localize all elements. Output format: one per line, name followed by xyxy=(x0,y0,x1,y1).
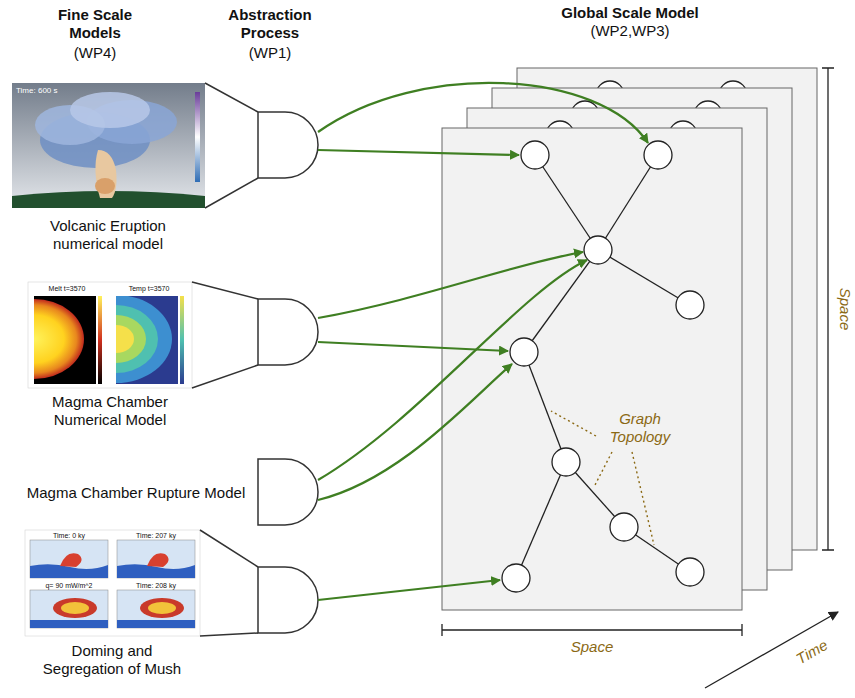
graph-link xyxy=(598,155,658,250)
mapping-arrow xyxy=(318,83,648,600)
leader-line xyxy=(594,452,612,487)
graph-vertex xyxy=(552,448,580,476)
graph-link xyxy=(598,250,690,305)
work-package: (WP1) xyxy=(212,44,328,62)
column-heading: Fine Scale Models xyxy=(40,6,150,42)
mapping-arrow xyxy=(318,252,583,318)
abstraction-gate xyxy=(192,83,318,636)
work-package: (WP4) xyxy=(40,44,150,62)
magma-chamber-picture xyxy=(116,296,172,383)
magma-chamber-picture xyxy=(116,315,146,363)
plot-annotation: Time: 208 ky xyxy=(117,581,195,590)
abstraction-gate xyxy=(258,459,318,525)
model-caption: Magma Chamber Rupture Model xyxy=(16,484,256,502)
axis-label: Time xyxy=(782,629,843,675)
axis-bar xyxy=(442,624,742,636)
magma-chamber-picture xyxy=(180,296,184,384)
column-heading: Global Scale Model xyxy=(520,4,740,22)
mush-picture xyxy=(117,590,195,628)
model-caption-box: Magma Chamber Rupture Model xyxy=(14,483,258,505)
mush-picture xyxy=(30,590,108,628)
mapping-arrow xyxy=(318,83,648,143)
plot-annotation: Time: 600 s xyxy=(16,86,106,96)
abstraction-gate xyxy=(205,83,258,208)
model-caption-box: Doming and Segregation of Mush xyxy=(32,641,192,681)
leader-line xyxy=(632,452,654,545)
model-caption: Magma Chamber Numerical Model xyxy=(32,393,188,429)
mush-picture xyxy=(117,540,195,578)
graph-vertex xyxy=(644,141,672,169)
abstraction-gate xyxy=(258,567,318,633)
axis-label: Space xyxy=(836,276,854,342)
model-caption-box: Magma Chamber Numerical Model xyxy=(30,392,190,432)
model-caption: Volcanic Eruption numerical model xyxy=(30,217,186,253)
model-caption-box: Volcanic Eruption numerical model xyxy=(28,216,188,256)
eruption-picture xyxy=(12,83,205,208)
column-heading: Abstraction Process xyxy=(212,6,328,42)
mush-picture xyxy=(30,540,108,578)
plot-annotation: q= 90 mW/m^2 xyxy=(30,581,108,590)
graph-vertex xyxy=(676,558,704,586)
plot-annotation: Time: 0 ky xyxy=(30,531,108,540)
mush-picture xyxy=(25,530,200,636)
axis-bar xyxy=(442,68,838,688)
graph-vertex xyxy=(502,564,530,592)
plot-annotation: Melt t=3570 xyxy=(32,284,102,293)
plot-annotation: Temp t=3570 xyxy=(113,284,185,293)
eruption-picture xyxy=(70,92,150,128)
magma-chamber-picture xyxy=(34,299,84,379)
panel-sheet xyxy=(442,128,742,610)
graph-vertex xyxy=(584,236,612,264)
leader-line xyxy=(551,411,596,436)
graph-vertex xyxy=(610,513,638,541)
magma-chamber-picture xyxy=(0,282,192,388)
graph-panels xyxy=(442,68,817,610)
work-package: (WP2,WP3) xyxy=(520,22,740,40)
graph-link xyxy=(516,462,566,578)
mush-picture xyxy=(25,530,200,636)
abstraction-gate xyxy=(200,530,258,636)
graph-vertex xyxy=(676,291,704,319)
graph-link xyxy=(524,250,598,352)
eruption-picture xyxy=(12,83,205,208)
abstraction-gate xyxy=(192,282,258,388)
magma-chamber-picture xyxy=(116,296,172,383)
axis-label: Space xyxy=(557,638,627,656)
magma-chamber-picture xyxy=(116,305,158,373)
graph-link xyxy=(524,352,566,462)
plot-annotation: Time: 207 ky xyxy=(117,531,195,540)
eruption-picture xyxy=(95,150,116,198)
magma-chamber-picture xyxy=(116,325,134,353)
axis-label: Graph Topology xyxy=(595,410,685,446)
mapping-arrow xyxy=(318,580,500,600)
magma-chamber-picture xyxy=(98,296,102,384)
mapping-arrow xyxy=(318,260,587,480)
graph-vertex xyxy=(510,338,538,366)
mapping-arrow xyxy=(318,150,519,155)
axis-bar xyxy=(822,68,834,550)
graph-vertex xyxy=(521,141,549,169)
abstraction-gate xyxy=(258,299,318,365)
graph-panel xyxy=(442,128,742,610)
mapping-arrow xyxy=(318,364,512,500)
eruption-picture xyxy=(195,92,200,182)
graph-link xyxy=(535,155,598,250)
model-caption: Doming and Segregation of Mush xyxy=(34,642,190,678)
abstraction-gate xyxy=(258,112,318,178)
eruption-picture xyxy=(95,178,115,194)
